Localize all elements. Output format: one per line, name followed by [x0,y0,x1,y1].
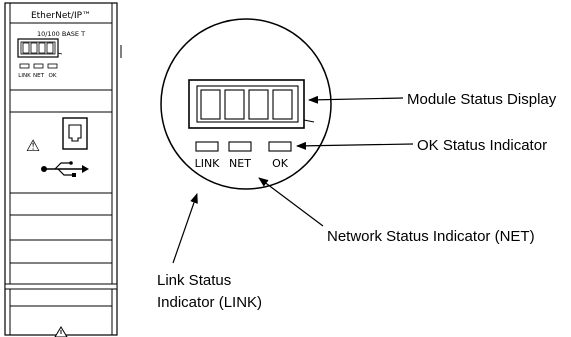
arrow-network-status-indicator [258,177,324,227]
label-ok-status-indicator: OK Status Indicator [417,137,547,154]
arrow-ok-status-indicator [296,141,414,150]
module-header-label: EtherNet/IP™ [31,11,91,21]
led-ok [268,141,292,152]
label-link-status-line1: Link Status [157,272,231,289]
module-panel-band [4,283,118,290]
led-label-net: NET [229,157,251,170]
ethernet-port-icon [62,117,88,150]
label-module-status-display: Module Status Display [407,91,557,108]
arrow-module-status-display [308,95,404,104]
module-led-link-small [19,63,30,69]
led-label-link: LINK [195,157,221,170]
module-led-net-small [33,63,44,69]
label-network-status-indicator: Network Status Indicator (NET) [327,228,535,245]
led-net [228,141,252,152]
warning-icon: ⚠ [26,136,40,155]
module-led-label-link-small: LINK [18,73,31,79]
module-led-label-net-small: NET [33,73,45,79]
module-port-label: 10/100 BASE T [37,30,85,38]
module-led-ok-small [47,63,58,69]
module-led-label-ok-small: OK [49,73,57,79]
label-link-status-line2: Indicator (LINK) [157,294,262,311]
zoom-detail: LINK NET OK [160,18,332,190]
led-link [195,141,219,152]
module-status-display [188,79,315,129]
usb-icon [41,161,89,177]
module-status-display-small [17,38,63,58]
led-label-ok: OK [272,157,289,170]
module-front-panel: EtherNet/IP™ 10/100 BASE T LINK NET OK ⚠ [4,2,122,337]
arrow-link-status-indicator [172,193,198,264]
